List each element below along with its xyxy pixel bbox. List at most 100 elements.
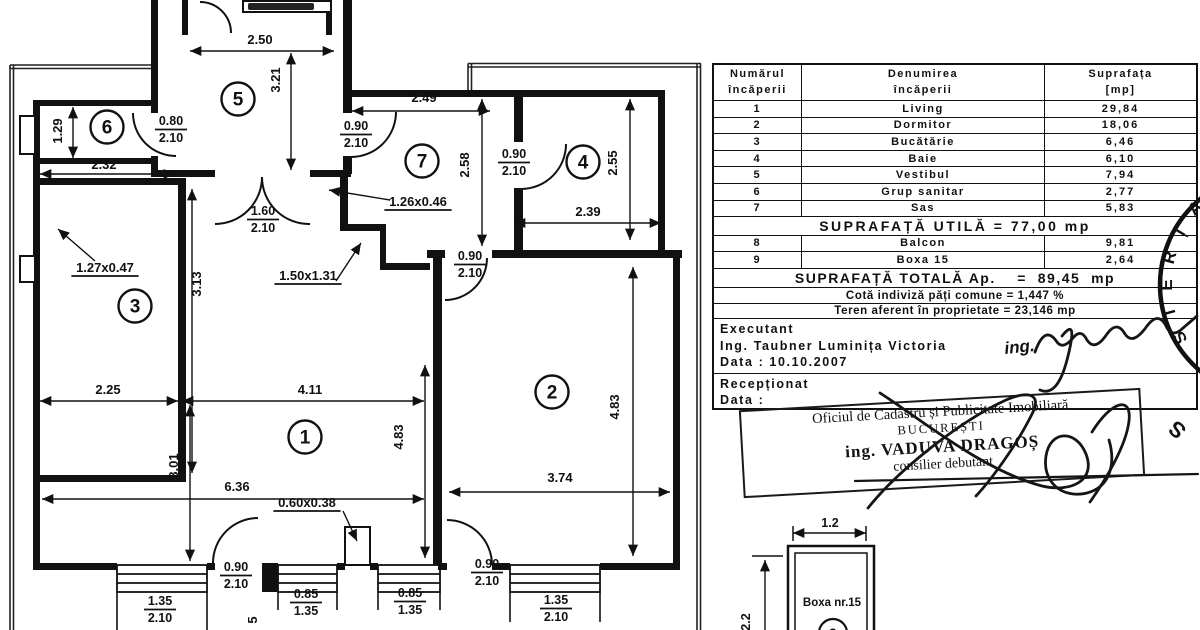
dimension-label: 1.27x0.47 — [76, 260, 134, 275]
room-number-circle — [287, 419, 323, 455]
room-name-cell: Sas — [802, 200, 1045, 217]
dimension-label: 2.25 — [95, 382, 120, 397]
dimension-label: 3.01 — [166, 453, 181, 478]
door-size-top: 0.85 — [398, 586, 422, 600]
room-number-circle — [117, 288, 153, 324]
door-size-top: 1.35 — [148, 594, 172, 608]
executant-name: Ing. Taubner Luminița Victoria — [720, 338, 947, 353]
round-stamp-letter: S — [1164, 415, 1191, 444]
room-area-cell: 29,84 — [1101, 102, 1140, 115]
room-number-cell: 4 — [714, 150, 802, 167]
dimension-label: 4.83 — [391, 424, 406, 449]
dimension-label: 5 — [245, 616, 260, 623]
table-header: Numărul încăperii Denumirea încăperii Su… — [714, 65, 1196, 101]
room-area-cell: 2,77 — [1105, 185, 1136, 198]
door-size-top: 0.90 — [224, 560, 248, 574]
room-number-circle — [89, 109, 125, 145]
receptionat-title: Recepționat — [720, 376, 810, 391]
room-area-cell: 6,10 — [1105, 152, 1136, 165]
room-name-cell: Bucătărie — [802, 134, 1045, 150]
dimension-label: 1.26x0.46 — [389, 194, 447, 209]
room-number: 4 — [578, 153, 589, 174]
room-area-cell: 2,64 — [1105, 254, 1136, 267]
room-number-cell: 8 — [714, 235, 802, 252]
header-room-number: Numărul încăperii — [714, 65, 802, 100]
boxa-drawing — [786, 544, 876, 630]
receptionat-block: Recepționat Data : — [714, 374, 1196, 408]
room-number-cell: 6 — [714, 183, 802, 200]
door-size-top: 0.85 — [294, 587, 318, 601]
room-number-circle — [565, 144, 601, 180]
room-number: 2 — [547, 383, 558, 404]
boxa-name-label: Boxa nr.15 — [803, 597, 862, 609]
suprafata-utila-row: SUPRAFAȚĂ UTILĂ = 77,00 mp — [714, 217, 1196, 236]
room-number-cell: 3 — [714, 134, 802, 150]
dimension-label: 2.50 — [247, 32, 272, 47]
room-name-cell: Living — [802, 101, 1045, 117]
executant-block: Executant Ing. Taubner Luminița Victoria… — [714, 319, 1196, 374]
door-size-bottom: 2.10 — [159, 131, 183, 145]
dimension-label: 3.74 — [547, 470, 573, 485]
dimension-label: 4.11 — [298, 382, 323, 397]
top-window — [242, 0, 332, 13]
room-number: 5 — [233, 90, 244, 111]
door-size-bottom: 1.35 — [398, 603, 422, 617]
door-size-bottom: 2.10 — [502, 164, 526, 178]
dimension-label: 3.13 — [189, 271, 204, 296]
door-size-top: 1.35 — [544, 593, 568, 607]
door-size-top: 0.90 — [344, 119, 368, 133]
door-size-top: 0.90 — [475, 557, 499, 571]
dimension-label: 2.49 — [411, 90, 436, 105]
door-size-bottom: 2.10 — [458, 266, 482, 280]
door-size-bottom: 1.35 — [294, 604, 318, 618]
door-size-bottom: 2.10 — [148, 611, 172, 625]
dimension-label: 2.39 — [575, 204, 600, 219]
suprafata-totala-row: SUPRAFAȚĂ TOTALĂ Ap. = 89,45 mp — [714, 269, 1196, 289]
room-area-cell: 7,94 — [1105, 169, 1136, 182]
door-size-top: 0.90 — [458, 249, 482, 263]
room-area-cell: 18,06 — [1101, 119, 1140, 132]
dimension-label: 4.83 — [607, 394, 622, 419]
room-number: 6 — [102, 118, 113, 139]
dimension-label: 0.60x0.38 — [278, 495, 336, 510]
room-area-cell: 5,83 — [1105, 202, 1136, 215]
room-number-cell: 7 — [714, 200, 802, 217]
room-number-cell: 9 — [714, 252, 802, 268]
area-table: Numărul încăperii Denumirea încăperii Su… — [712, 63, 1198, 410]
room-area-cell: 9,81 — [1105, 237, 1136, 250]
dimension-label: 2.55 — [605, 150, 620, 175]
wall-niches — [19, 115, 371, 566]
room-number-circle — [404, 143, 440, 179]
dimension-label: 1.50x1.31 — [279, 268, 337, 283]
room-name-cell: Dormitor — [802, 117, 1045, 134]
room-number-cell: 1 — [714, 101, 802, 117]
receptionat-date: Data : — [720, 393, 765, 408]
balcony-lines — [116, 592, 601, 630]
room-name-cell: Baie — [802, 150, 1045, 167]
walls — [33, 0, 682, 592]
teren-aferent-row: Teren aferent în proprietate = 23,146 mp — [714, 304, 1196, 320]
room-name-cell: Balcon — [802, 235, 1045, 252]
room-number-cell: 5 — [714, 167, 802, 183]
door-arcs — [132, 1, 567, 566]
door-size-labels: 0.802.101.602.100.902.100.902.100.902.10… — [144, 114, 572, 625]
door-size-top: 0.80 — [159, 114, 183, 128]
room-number: 3 — [130, 297, 141, 318]
executant-title: Executant — [720, 322, 795, 337]
boxa-width-label: 1.2 — [821, 516, 838, 530]
room-number: 1 — [300, 428, 311, 449]
boxa-room-number: 9 — [829, 625, 837, 630]
room-name-cell: Vestibul — [802, 167, 1045, 183]
room-number-circle — [220, 81, 256, 117]
